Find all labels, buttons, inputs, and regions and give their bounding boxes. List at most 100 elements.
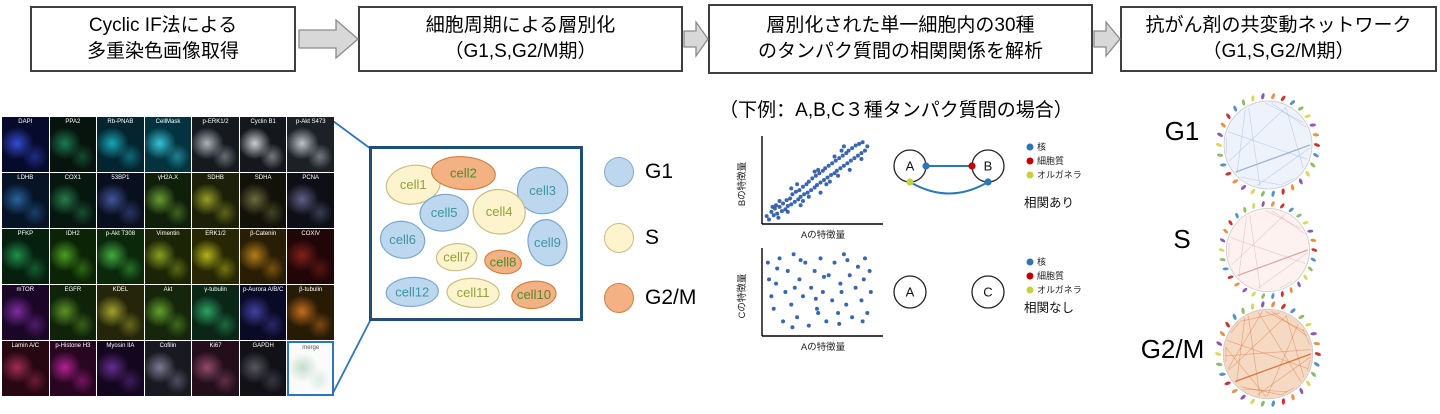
cell-label: cell1 xyxy=(400,177,427,192)
tile-label: COX1 xyxy=(64,175,82,181)
node-b-label: B xyxy=(984,159,993,174)
cell-label: cell12 xyxy=(395,284,429,299)
cell-blob: cell8 xyxy=(484,249,522,275)
tile-label: Rb-PNAB xyxy=(107,119,134,125)
network-g2m-label: G2/M xyxy=(1140,334,1205,364)
phase-color-swatch xyxy=(604,223,634,253)
svg-text:核: 核 xyxy=(1037,256,1046,267)
flow-step-2-line2: （G1,S,G2/M期） xyxy=(444,41,597,62)
tile-label: Cyclin B1 xyxy=(250,119,276,125)
network-s-label: S xyxy=(1173,224,1191,254)
tile-label: Myosin IIA xyxy=(106,343,135,349)
phase-legend-item: S xyxy=(604,223,659,253)
cell-label: cell8 xyxy=(490,254,517,269)
tile-label: merge xyxy=(302,345,320,351)
tile-label: p-Akt T308 xyxy=(105,231,136,237)
phase-color-swatch xyxy=(604,157,634,187)
tile-label: p-Aurora A/B/C xyxy=(242,287,284,293)
scatter1-ylabel: Bの特徴量 xyxy=(736,161,748,206)
microscopy-tile: p-Histone H3 xyxy=(49,341,97,396)
cell-blob: cell11 xyxy=(446,277,500,309)
cell-blob: cell10 xyxy=(511,280,557,310)
microscopy-tile: CellMask xyxy=(144,117,192,172)
cell-label: cell4 xyxy=(486,204,513,219)
microscopy-tile: SDHB xyxy=(192,173,239,228)
tile-label: Akt xyxy=(163,287,173,293)
svg-text:核: 核 xyxy=(1037,141,1046,152)
tile-label: γH2A.X xyxy=(157,175,179,181)
svg-text:オルガネラ: オルガネラ xyxy=(1037,285,1082,295)
arrow-right-icon xyxy=(1093,20,1121,58)
svg-text:細胞質: 細胞質 xyxy=(1037,155,1064,166)
phase-label: G1 xyxy=(645,160,674,183)
microscopy-tile: p-Akt T308 xyxy=(97,229,144,284)
phase-color-swatch xyxy=(604,283,634,313)
microscopy-tile: EGFR xyxy=(49,285,97,340)
microscopy-tile: PPA2 xyxy=(49,117,97,172)
microscopy-tile: 53BP1 xyxy=(97,173,144,228)
flow-step-1-line2: 多重染色画像取得 xyxy=(86,41,239,62)
cell-blob: cell9 xyxy=(527,219,568,267)
scatter1-xlabel: Aの特徴量 xyxy=(801,229,846,241)
network-g1-label: G1 xyxy=(1164,116,1200,146)
callout-line xyxy=(332,318,372,394)
scatter-uncorrelated: Cの特徴量 Aの特徴量 xyxy=(736,248,883,353)
node-c-label: C xyxy=(983,285,992,300)
microscopy-tile: γ-tubulin xyxy=(192,285,239,340)
chord-diagram-g1 xyxy=(1215,93,1321,197)
tile-label: CellMask xyxy=(155,119,181,125)
microscopy-tile: Myosin IIA xyxy=(97,341,144,396)
protein-node-c xyxy=(971,275,1005,309)
flow-step-3-line2: のタンパク質間の相関関係を解析 xyxy=(757,41,1043,62)
microscopy-tile: Akt xyxy=(144,285,192,340)
tile-label: mTOR xyxy=(16,287,35,293)
node-a-label: A xyxy=(906,285,915,300)
phase-label: S xyxy=(645,226,660,249)
phase-legend-item: G2/M xyxy=(604,283,696,313)
cell-label: cell5 xyxy=(431,205,458,220)
flow-step-4: 抗がん剤の共変動ネットワーク （G1,S,G2/M期） xyxy=(1120,6,1437,72)
flow-step-2: 細胞周期による層別化 （G1,S,G2/M期） xyxy=(358,6,683,72)
protein-node-a xyxy=(893,275,927,309)
cell-label: cell11 xyxy=(457,285,490,300)
microscopy-tile: GAPDH xyxy=(239,341,287,396)
microscopy-tile: PFKP xyxy=(2,229,49,284)
microscopy-tile: p-Aurora A/B/C xyxy=(239,285,287,340)
tile-label: p-ERK1/2 xyxy=(202,119,229,125)
microscopy-tile: Cyclin B1 xyxy=(239,117,287,172)
microscopy-tile: mTOR xyxy=(2,285,49,340)
flow-step-2-line1: 細胞周期による層別化 xyxy=(425,14,616,36)
cell-label: cell6 xyxy=(389,232,416,247)
microscopy-tile: merge xyxy=(287,341,334,396)
arrow-right-icon xyxy=(298,18,359,60)
tile-label: PCNA xyxy=(302,175,320,181)
microscopy-tile: COX1 xyxy=(49,173,97,228)
flow-step-3-line1: 層別化された単一細胞内の30種 xyxy=(766,14,1035,36)
scatter-correlated: Bの特徴量 Aの特徴量 xyxy=(736,136,883,241)
tile-label: γ-tubulin xyxy=(204,287,227,293)
microscopy-tile: Rb-PNAB xyxy=(97,117,144,172)
tile-label: 53BP1 xyxy=(111,175,130,181)
correlation-absent-label: 相関なし xyxy=(1024,301,1074,315)
microscopy-tile: SDHA xyxy=(239,173,287,228)
scatter1-points xyxy=(764,140,870,222)
phase-label: G2/M xyxy=(645,286,697,309)
tile-label: EGFR xyxy=(64,287,82,293)
cell-blob: cell3 xyxy=(516,166,569,215)
cell-label: cell7 xyxy=(443,250,470,265)
tile-label: IDH2 xyxy=(66,231,80,237)
flow-step-1: Cyclic IF法による 多重染色画像取得 xyxy=(30,6,296,72)
tile-label: Cofilin xyxy=(159,343,177,349)
tile-label: SDHB xyxy=(207,175,224,181)
tile-label: β-Catenin xyxy=(250,231,277,237)
microscopy-tile: Vimentin xyxy=(144,229,192,284)
chord-diagram-s xyxy=(1218,200,1318,300)
microscopy-tile: Cofilin xyxy=(144,341,192,396)
phase-legend-item: G1 xyxy=(604,157,673,187)
microscopy-tile: COXIV xyxy=(287,229,334,284)
